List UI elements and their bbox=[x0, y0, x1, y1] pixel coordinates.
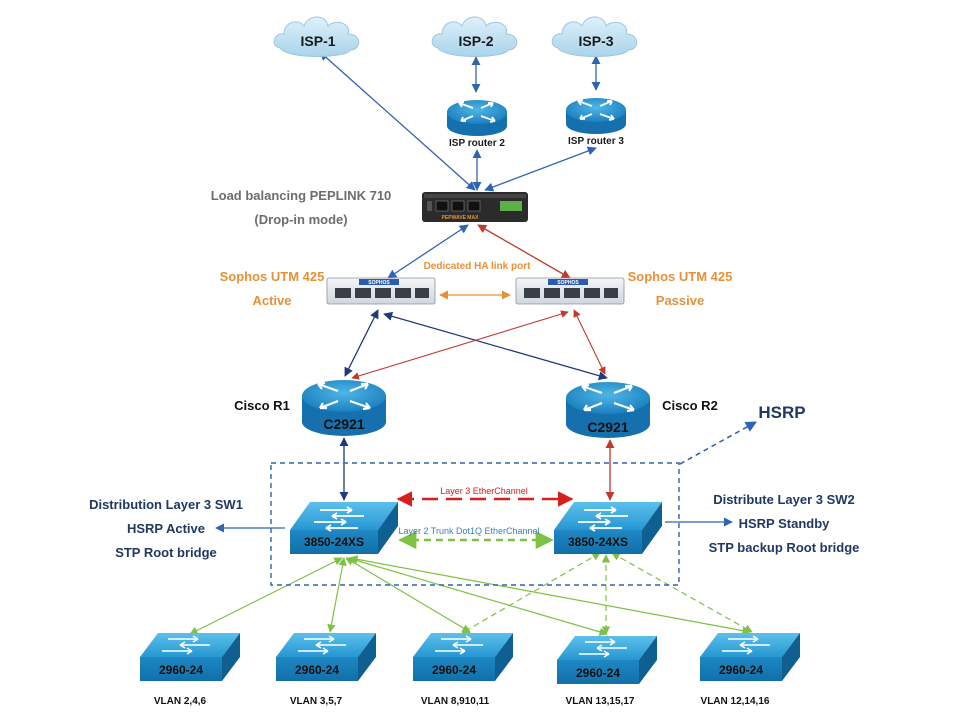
isp-cloud-3: ISP-3 bbox=[551, 16, 638, 57]
access-switch-4: 2960-24 bbox=[557, 636, 657, 684]
access-switch-3: 2960-24 bbox=[413, 633, 513, 681]
access-switch-2-vlans: VLAN 3,5,7 bbox=[290, 696, 343, 707]
distribution-layer-box bbox=[270, 462, 680, 586]
ethernet-port-icon bbox=[467, 200, 481, 212]
link-fw-passive-r1 bbox=[351, 310, 569, 380]
firewall-active: SOPHOS bbox=[326, 277, 436, 305]
switch-model: 2960-24 bbox=[719, 663, 763, 677]
access-switch-2: 2960-24 bbox=[276, 633, 376, 681]
switch-icon bbox=[700, 633, 800, 681]
distribution-sw2-line2: HSRP Standby bbox=[739, 516, 831, 531]
link-fw-active-r1 bbox=[344, 309, 379, 377]
load-balancer-brand: PEPWAVE MAX bbox=[442, 215, 480, 221]
switch-model: 3850-24XS bbox=[568, 535, 628, 549]
link-isp1-loadbalancer bbox=[319, 51, 476, 191]
switch-icon bbox=[140, 633, 240, 681]
load-balancer-label-line2: (Drop-in mode) bbox=[254, 212, 347, 227]
load-balancer-label-line1: Load balancing PEPLINK 710 bbox=[211, 188, 392, 203]
distribution-switch-2: 3850-24XS bbox=[554, 502, 662, 554]
isp-router-3: ISP router 3 bbox=[566, 98, 626, 147]
firewall-passive-name: Sophos UTM 425 bbox=[628, 269, 733, 284]
firewall-badge: SOPHOS bbox=[368, 280, 390, 286]
distribution-sw1-line3: STP Root bridge bbox=[115, 545, 217, 560]
link-sw1-acc1 bbox=[189, 557, 343, 635]
router-icon bbox=[302, 380, 386, 436]
distribution-sw1-line2: HSRP Active bbox=[127, 521, 205, 536]
ha-link-label: Dedicated HA link port bbox=[424, 261, 532, 272]
isp-cloud-2: ISP-2 bbox=[431, 16, 518, 57]
access-switch-1-vlans: VLAN 2,4,6 bbox=[154, 696, 207, 707]
switch-icon bbox=[290, 502, 398, 554]
firewall-ports-icon bbox=[524, 288, 618, 298]
link-hsrp bbox=[679, 421, 757, 465]
l3-etherchannel-label: Layer 3 EtherChannel bbox=[440, 486, 528, 496]
firewall-ports-icon bbox=[335, 288, 429, 298]
hsrp-label: HSRP bbox=[758, 403, 805, 422]
switch-model: 2960-24 bbox=[295, 663, 339, 677]
links bbox=[189, 51, 757, 636]
switch-icon bbox=[554, 502, 662, 554]
switch-icon bbox=[276, 633, 376, 681]
distribution-sw2-line3: STP backup Root bridge bbox=[709, 540, 860, 555]
isp-cloud-label: ISP-1 bbox=[300, 33, 335, 49]
switch-model: 2960-24 bbox=[576, 666, 620, 680]
load-balancer-device: PEPWAVE MAX bbox=[422, 192, 528, 222]
link-sw1-acc4 bbox=[347, 556, 608, 636]
switch-icon bbox=[557, 636, 657, 684]
firewall-active-role: Active bbox=[252, 293, 291, 308]
link-sw2-acc3 bbox=[461, 552, 601, 634]
isp-router-2: ISP router 2 bbox=[447, 100, 507, 149]
firewall-badge: SOPHOS bbox=[557, 280, 579, 286]
access-switch-4-vlans: VLAN 13,15,17 bbox=[566, 696, 635, 707]
switch-icon bbox=[413, 633, 513, 681]
access-switch-5-vlans: VLAN 12,14,16 bbox=[701, 696, 770, 707]
link-loadbalancer-fw-passive bbox=[477, 224, 571, 279]
router-r1-name: Cisco R1 bbox=[234, 398, 290, 413]
firewall-passive: SOPHOS bbox=[515, 277, 625, 305]
router-model: C2921 bbox=[323, 416, 364, 432]
isp-router-label: ISP router 2 bbox=[449, 138, 505, 149]
firewall-active-name: Sophos UTM 425 bbox=[220, 269, 325, 284]
access-switch-1: 2960-24 bbox=[140, 633, 240, 681]
link-loadbalancer-fw-active bbox=[387, 224, 469, 279]
ethernet-port-icon bbox=[435, 200, 449, 212]
ethernet-port-icon bbox=[451, 200, 465, 212]
router-r2-name: Cisco R2 bbox=[662, 398, 718, 413]
router-icon bbox=[566, 382, 650, 438]
router-r1: C2921 bbox=[302, 380, 386, 436]
link-router3-loadbalancer bbox=[484, 146, 597, 192]
distribution-switch-1: 3850-24XS bbox=[290, 502, 398, 554]
distribution-sw2-line1: Distribute Layer 3 SW2 bbox=[713, 492, 855, 507]
link-sw1-acc5 bbox=[349, 555, 751, 635]
switch-model: 2960-24 bbox=[159, 663, 203, 677]
terminal-block-icon bbox=[500, 201, 522, 211]
switch-model: 3850-24XS bbox=[304, 535, 364, 549]
l2-etherchannel-label: Layer 2 Trunk Dot1Q EtherChannel bbox=[398, 526, 539, 536]
isp-cloud-label: ISP-3 bbox=[578, 33, 613, 49]
link-sw1-acc2 bbox=[327, 557, 347, 633]
router-icon bbox=[566, 98, 626, 134]
switch-model: 2960-24 bbox=[432, 663, 476, 677]
link-sw2-acc5 bbox=[611, 552, 753, 633]
router-icon bbox=[447, 100, 507, 136]
firewall-passive-role: Passive bbox=[656, 293, 704, 308]
isp-router-label: ISP router 3 bbox=[568, 136, 624, 147]
link-fw-active-r2 bbox=[383, 311, 608, 381]
distribution-sw1-line1: Distribution Layer 3 SW1 bbox=[89, 497, 243, 512]
access-switch-5: 2960-24 bbox=[700, 633, 800, 681]
router-r2: C2921 bbox=[566, 382, 650, 438]
isp-cloud-label: ISP-2 bbox=[458, 33, 493, 49]
access-switch-3-vlans: VLAN 8,910,11 bbox=[421, 696, 490, 707]
isp-cloud-1: ISP-1 bbox=[273, 16, 360, 57]
router-model: C2921 bbox=[587, 419, 628, 435]
link-fw-passive-r2 bbox=[573, 309, 606, 375]
